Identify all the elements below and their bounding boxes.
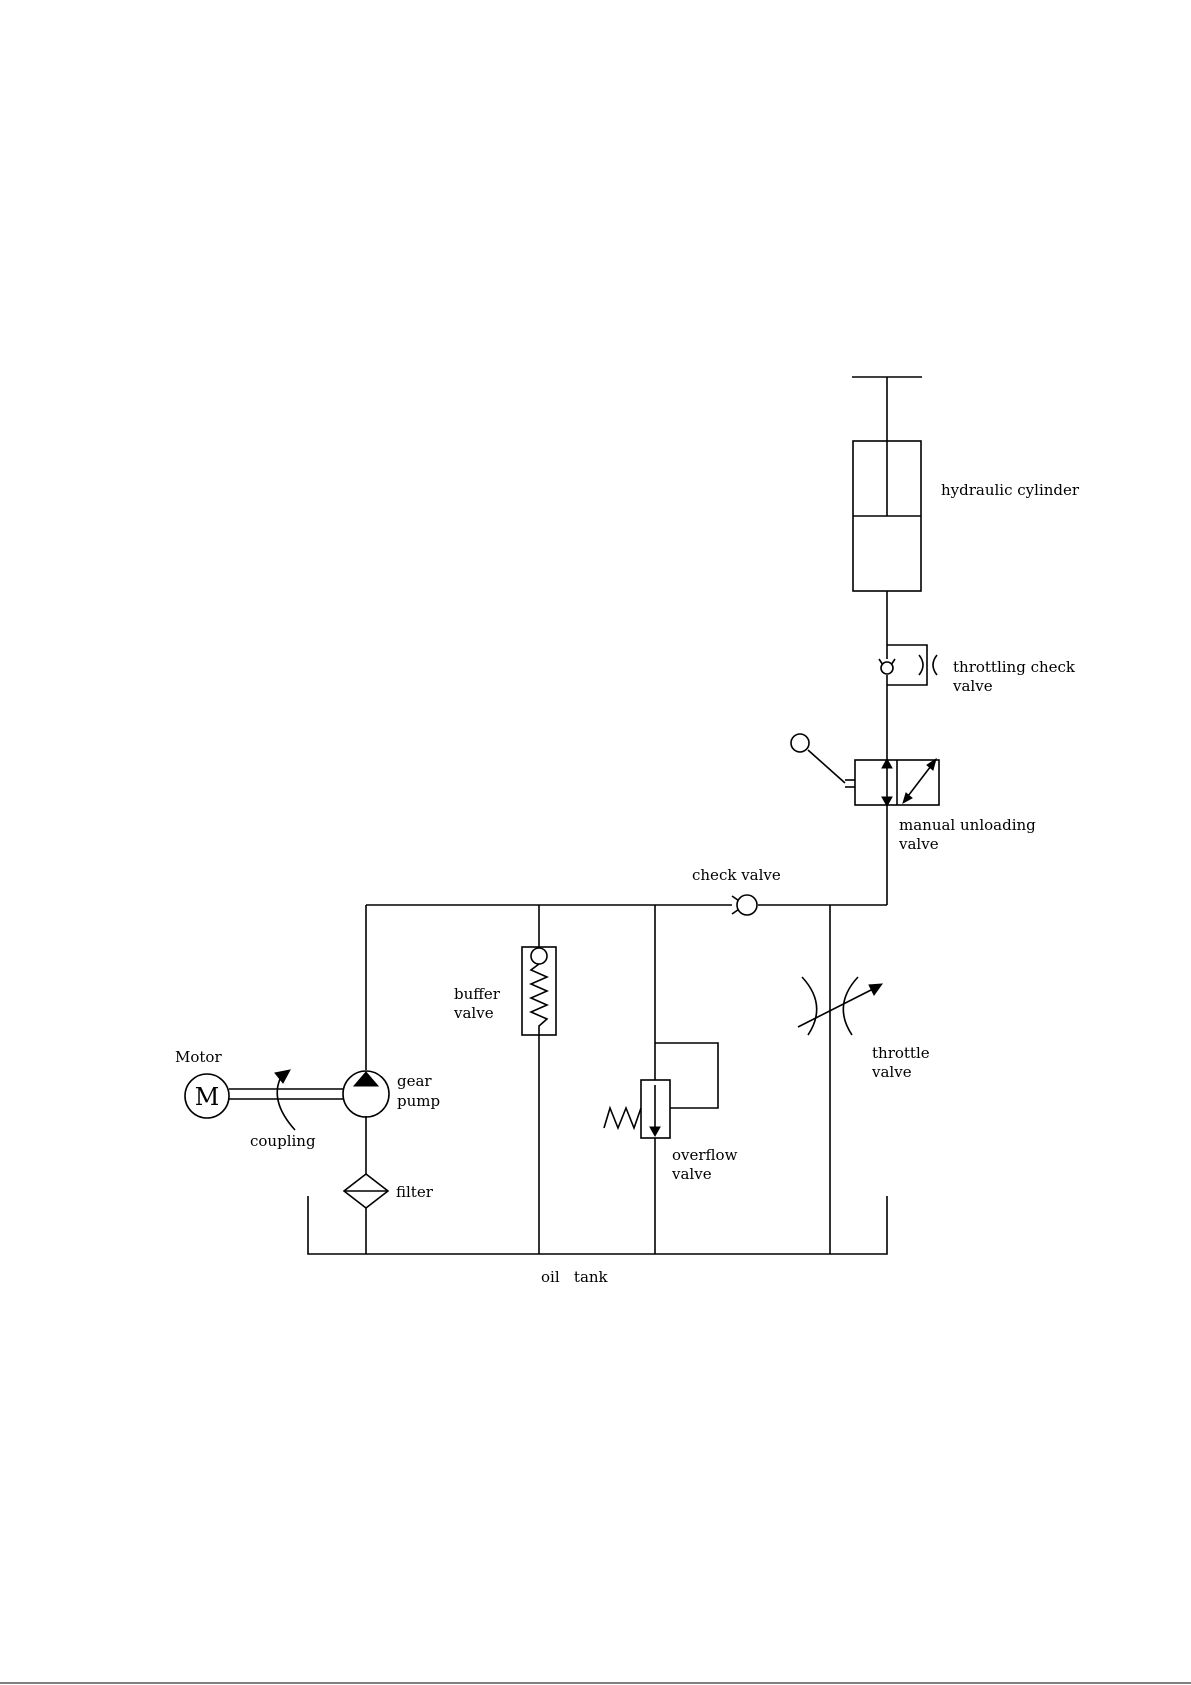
oil-tank-label: oil tank	[541, 1268, 609, 1286]
throttle-valve-label-line2: valve	[871, 1063, 912, 1081]
buffer-valve	[522, 905, 556, 1254]
throttle-valve	[798, 905, 882, 1254]
manual-unloading-valve-label-line2: valve	[898, 835, 939, 853]
motor-label: Motor	[175, 1048, 222, 1066]
buffer-valve-label-line2: valve	[453, 1004, 494, 1022]
manual-unloading-valve-label-line1: manual unloading	[899, 816, 1036, 834]
gear-pump-label-line2: pump	[397, 1092, 440, 1110]
filter-label: filter	[396, 1183, 434, 1201]
overflow-valve	[604, 905, 718, 1254]
throttling-check-valve-label-line1: throttling check	[953, 658, 1076, 676]
coupling-label: coupling	[250, 1132, 316, 1150]
overflow-valve-label-line1: overflow	[672, 1146, 738, 1164]
manual-unloading-valve	[791, 734, 939, 806]
oil-tank	[308, 1196, 887, 1254]
overflow-valve-label-line2: valve	[671, 1165, 712, 1183]
gear-pump-label-line1: gear	[397, 1072, 432, 1090]
check-valve-label: check valve	[692, 866, 781, 884]
pressure-header	[366, 905, 887, 1254]
buffer-valve-label-line1: buffer	[454, 985, 501, 1003]
motor-symbol: M	[195, 1083, 220, 1111]
filter	[344, 1174, 388, 1208]
throttle-valve-label-line1: throttle	[872, 1044, 930, 1062]
motor: M	[185, 1074, 229, 1118]
gear-pump	[343, 1071, 389, 1117]
throttling-check-valve-label-line2: valve	[952, 677, 993, 695]
hydraulic-cylinder-label: hydraulic cylinder	[941, 481, 1080, 499]
check-valve	[732, 895, 757, 915]
coupling	[229, 1070, 343, 1130]
hydraulic-cylinder	[852, 377, 922, 591]
